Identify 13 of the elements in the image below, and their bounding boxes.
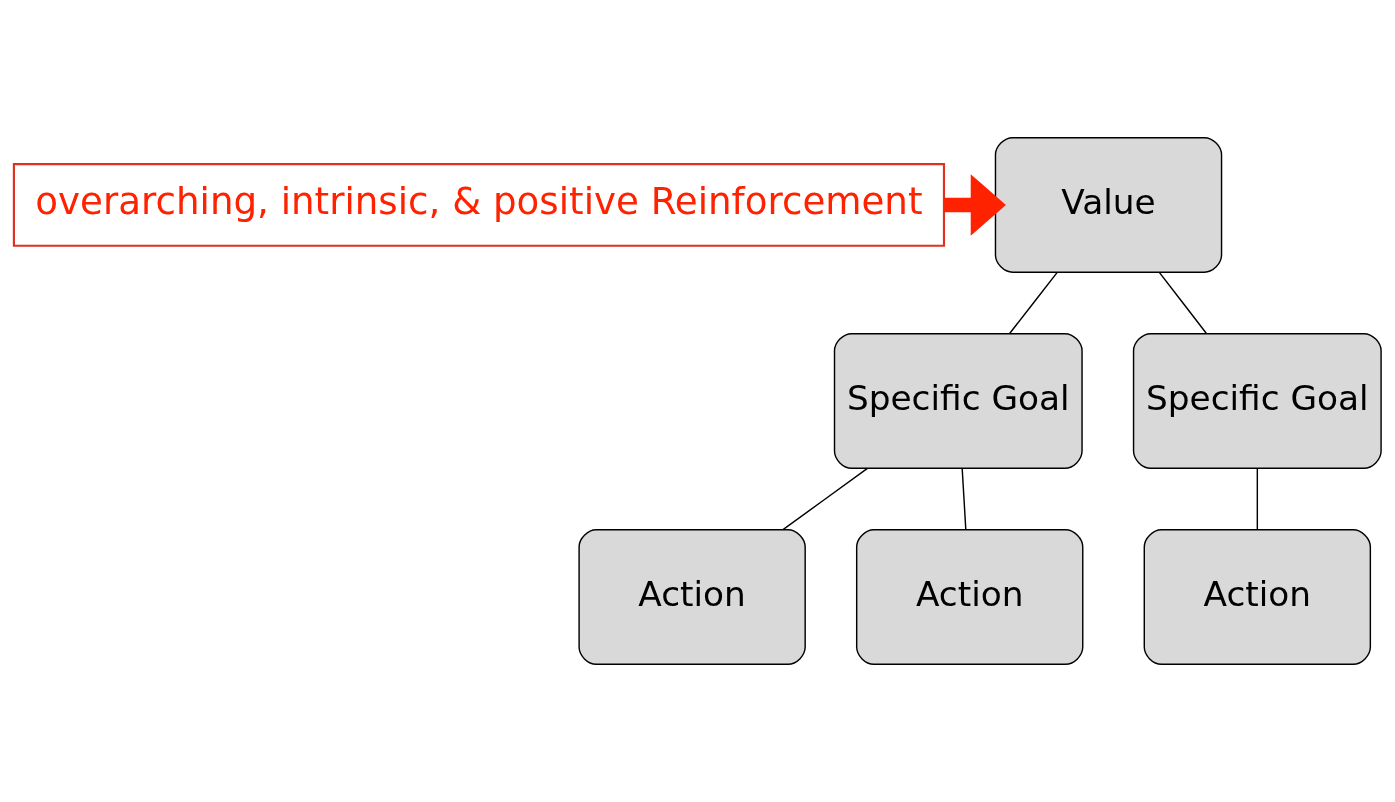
node-box: Action <box>578 529 806 665</box>
node-box: Action <box>855 529 1084 665</box>
connector <box>1158 271 1207 334</box>
connector <box>961 467 967 530</box>
arrow <box>944 174 1006 236</box>
connector <box>1009 271 1058 334</box>
node-box: Specific Goal <box>833 333 1083 469</box>
node-box: Specific Goal <box>1132 333 1382 469</box>
node-box: overarching, intrinsic, & positive Reinforcement <box>12 163 946 247</box>
node-box: Value <box>994 137 1223 273</box>
node-box: Action <box>1143 529 1372 665</box>
connector <box>1256 467 1259 530</box>
connector <box>782 467 869 531</box>
